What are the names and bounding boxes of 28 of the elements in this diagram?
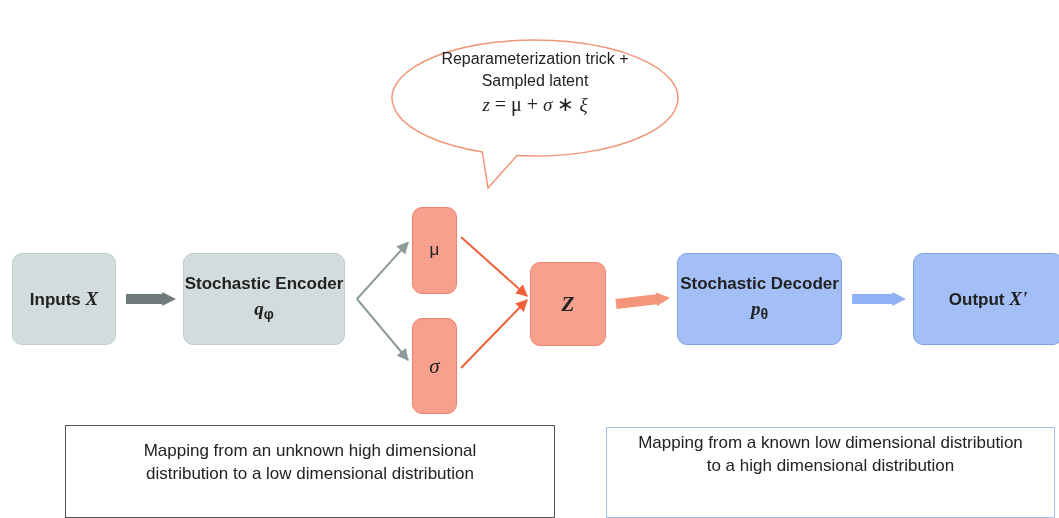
note-box [606,427,1055,518]
latent-box [530,262,606,346]
node-label: Z [561,290,575,318]
node-label: Output X' [948,287,1028,312]
block-arrow [126,292,177,306]
input-box [12,253,116,345]
block-arrow [852,292,907,306]
decoder-box [677,253,842,345]
node-label: μ [429,239,440,262]
node-label: σ [429,352,440,380]
node-label: Stochastic Encoder q$_{φ}$ [184,273,344,325]
std-box [412,318,457,414]
mean-box [412,207,457,294]
node-label: Stochastic Decoder p$_{θ}$ [679,273,840,325]
speech-bubble [390,40,680,190]
node-label: Inputs X [29,287,99,312]
formula: z = μ + σ ∗ ξ [482,92,588,118]
arrow [460,236,528,297]
block-arrow [615,292,671,309]
output-box [913,253,1059,345]
note-box [65,425,555,518]
arrow [356,298,409,361]
arrow [460,299,528,369]
arrow [356,241,409,300]
callout-text: Reparameterization trick + Sampled latent [440,49,630,91]
note-text: Mapping from an unknown high dimensional distribution to a low dimensional distribution [142,440,478,485]
note-text: Mapping from a known low dimensional distribution to a high dimensional distribution [637,432,1024,477]
encoder-box [183,253,345,345]
